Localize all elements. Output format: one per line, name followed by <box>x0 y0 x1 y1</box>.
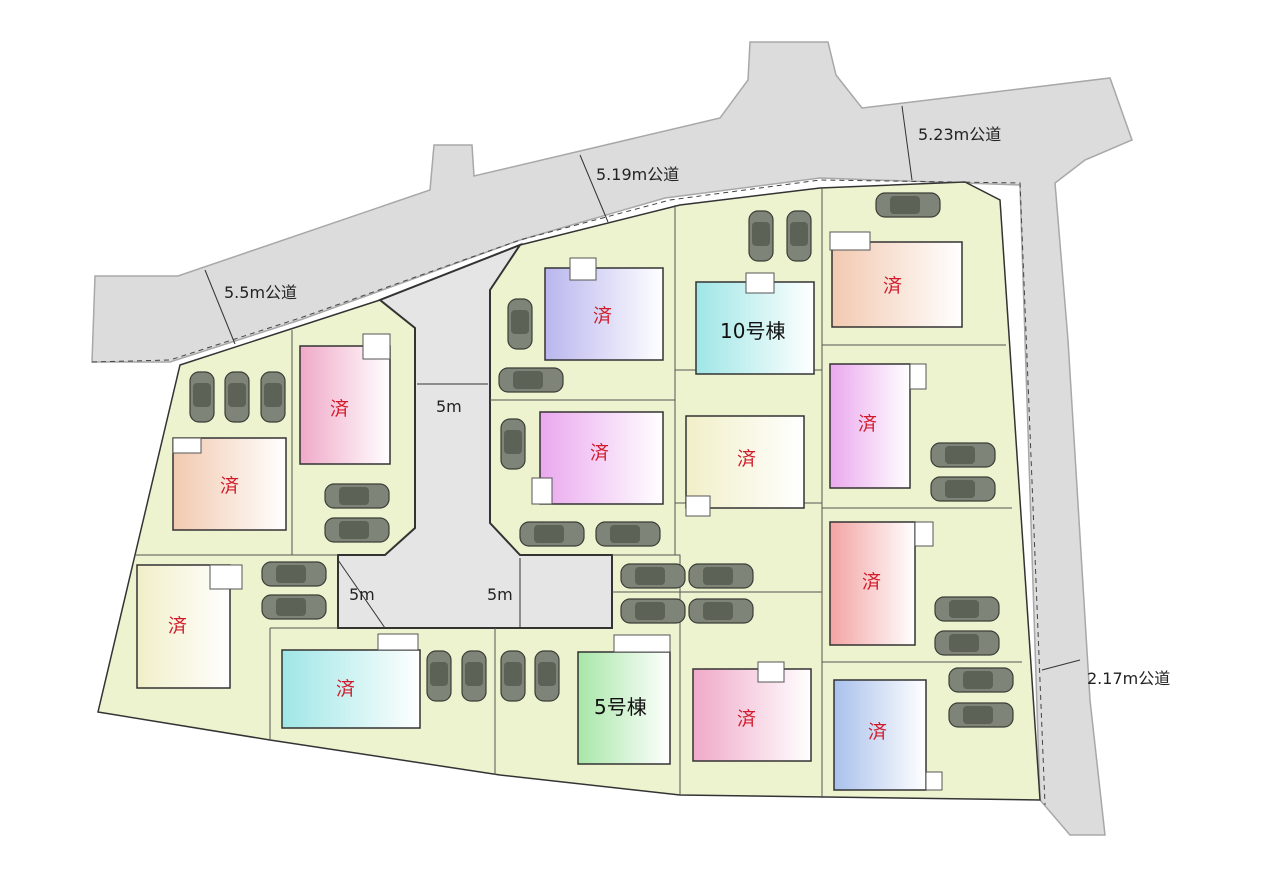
house-lot-l: 済 <box>281 633 421 729</box>
house-lot-f: 済 <box>685 415 805 517</box>
house-lot-c: 済 <box>172 437 287 531</box>
lot-status: 済 <box>330 398 349 420</box>
lot-status: 済 <box>737 448 756 470</box>
house-lot-e: 済 <box>531 411 664 505</box>
dimension-arrows <box>204 105 1081 671</box>
lot-status: 済 <box>336 678 355 700</box>
house-lot-k: 済 <box>692 661 812 762</box>
road-label-north-east: 5.23m公道 <box>918 125 1001 144</box>
lot-name: 5号棟 <box>594 695 647 719</box>
private-road <box>337 242 613 629</box>
house-lot-j: 済 <box>833 679 943 791</box>
lot-status: 済 <box>868 721 887 743</box>
lot-name: 10号棟 <box>720 319 785 343</box>
house-lot-5: 5号棟 <box>577 634 671 765</box>
private-road-width-label: 5m <box>349 585 375 604</box>
house-lot-g: 済 <box>829 231 963 328</box>
lot-status: 済 <box>593 305 612 327</box>
private-road-width-label: 5m <box>487 585 513 604</box>
lot-status: 済 <box>220 475 239 497</box>
house-lot-a: 済 <box>544 257 664 361</box>
road-label-east: 2.17m公道 <box>1087 669 1170 688</box>
lot-status: 済 <box>862 571 881 593</box>
house-lot-b: 済 <box>299 333 391 465</box>
house-lot-10: 10号棟 <box>695 272 815 375</box>
lot-status: 済 <box>590 442 609 464</box>
road-boundary-line <box>91 179 1046 806</box>
lot-status: 済 <box>168 615 187 637</box>
road-label-north-west: 5.5m公道 <box>224 283 297 302</box>
house-lot-h: 済 <box>829 363 927 489</box>
road-label-north-center: 5.19m公道 <box>596 165 679 184</box>
private-road-width-label: 5m <box>436 397 462 416</box>
lot-status: 済 <box>737 708 756 730</box>
house-lot-i: 済 <box>829 521 934 646</box>
house-lot-d: 済 <box>136 564 243 689</box>
public-road-north <box>91 41 1133 836</box>
lot-status: 済 <box>883 275 902 297</box>
lot-status: 済 <box>858 413 877 435</box>
